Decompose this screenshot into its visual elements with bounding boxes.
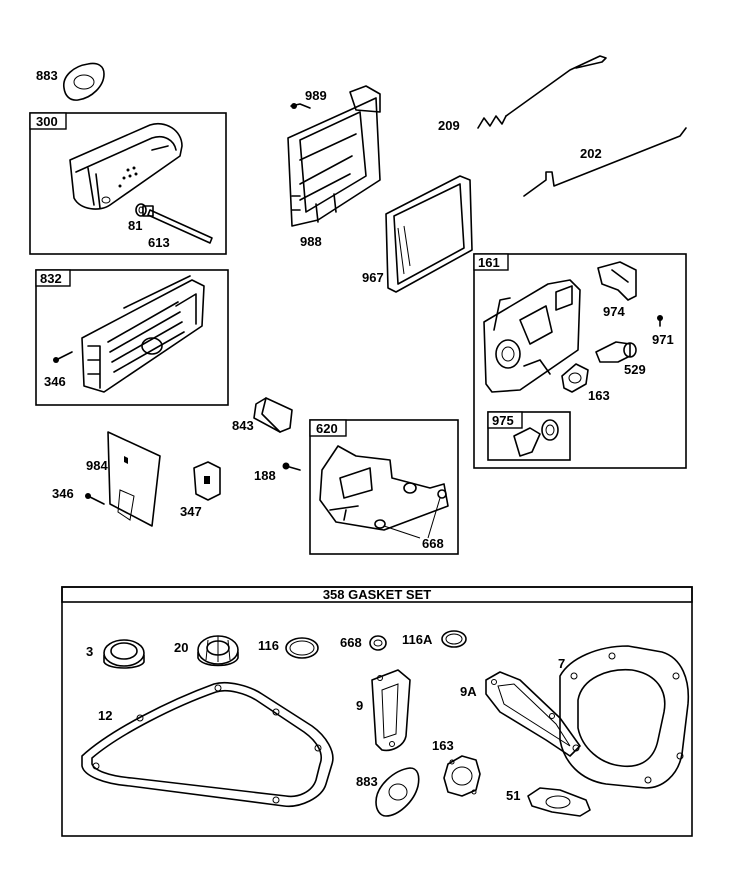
part-984-plate (107, 431, 161, 527)
part-188-screw (282, 462, 301, 471)
part-613-bolt (142, 205, 213, 244)
box-975 (487, 411, 571, 461)
label-883-top: 883 (36, 68, 58, 83)
part-967-air-filter (385, 175, 473, 293)
label-668-b: 668 (340, 635, 362, 650)
label-613: 613 (148, 235, 170, 250)
part-300-muffler (69, 123, 183, 210)
part-161-carburetor (483, 279, 581, 393)
label-975: 975 (492, 413, 514, 428)
part-346-screw-a (53, 351, 73, 363)
label-9: 9 (356, 698, 363, 713)
label-51: 51 (506, 788, 520, 803)
part-347-switch (193, 461, 221, 501)
label-668-a: 668 (422, 536, 444, 551)
part-668-washer (369, 635, 387, 651)
label-620: 620 (316, 421, 338, 436)
box-620 (309, 419, 459, 555)
label-883-b: 883 (356, 774, 378, 789)
gasket-set-header-bar (61, 586, 693, 603)
tab-975 (487, 411, 523, 429)
label-346-a: 346 (44, 374, 66, 389)
part-346-screw-b (85, 493, 105, 505)
label-163-a: 163 (588, 388, 610, 403)
label-116A: 116A (402, 632, 433, 647)
label-20: 20 (174, 640, 188, 655)
label-971: 971 (652, 332, 674, 347)
part-529-fitting (595, 341, 637, 363)
part-116A-o-ring (441, 630, 467, 648)
part-9-gasket (371, 669, 411, 752)
part-989-screw (290, 103, 311, 109)
label-967: 967 (362, 270, 384, 285)
part-971-screw (657, 315, 663, 327)
label-12: 12 (98, 708, 112, 723)
label-843: 843 (232, 418, 254, 433)
part-974-bracket (597, 261, 637, 301)
label-202: 202 (580, 146, 602, 161)
tab-620 (309, 419, 347, 437)
part-51-gasket (527, 787, 591, 817)
part-883-gasket-top (63, 62, 105, 101)
label-116: 116 (258, 638, 279, 653)
part-163-gasket-a (561, 363, 589, 393)
tab-161 (473, 253, 509, 271)
label-989: 989 (305, 88, 327, 103)
part-883-gasket-b (375, 767, 420, 817)
tab-832 (35, 269, 71, 287)
label-7: 7 (558, 656, 565, 671)
part-20-seal (197, 635, 239, 667)
part-988-air-cleaner-base (287, 85, 381, 227)
leader-668-a (383, 497, 441, 539)
part-12-crankcase-gasket (81, 681, 334, 808)
part-202-link (523, 127, 687, 197)
label-346-b: 346 (52, 486, 74, 501)
part-9A-gasket (485, 671, 581, 757)
label-9A: 9A (460, 684, 477, 699)
label-347: 347 (180, 504, 202, 519)
part-163-gasket-b (443, 755, 481, 797)
label-161: 161 (478, 255, 500, 270)
label-81: 81 (128, 218, 142, 233)
part-3-seal (103, 639, 145, 669)
part-209-spring (477, 55, 607, 129)
label-209: 209 (438, 118, 460, 133)
part-832-shield (81, 275, 205, 393)
part-620-bracket (319, 445, 449, 531)
label-529: 529 (624, 362, 646, 377)
part-843-block (253, 397, 293, 433)
part-116-o-ring (285, 637, 319, 659)
box-832 (35, 269, 229, 406)
label-988: 988 (300, 234, 322, 249)
tab-300 (29, 112, 67, 130)
label-832: 832 (40, 271, 62, 286)
part-975-jet (513, 419, 559, 457)
label-163-b: 163 (432, 738, 454, 753)
box-300 (29, 112, 227, 255)
label-974: 974 (603, 304, 625, 319)
label-3: 3 (86, 644, 93, 659)
box-161 (473, 253, 687, 469)
part-7-head-gasket (559, 645, 690, 789)
label-188: 188 (254, 468, 276, 483)
label-gasket-set: 358 GASKET SET (323, 587, 431, 602)
label-300: 300 (36, 114, 58, 129)
label-984: 984 (86, 458, 108, 473)
